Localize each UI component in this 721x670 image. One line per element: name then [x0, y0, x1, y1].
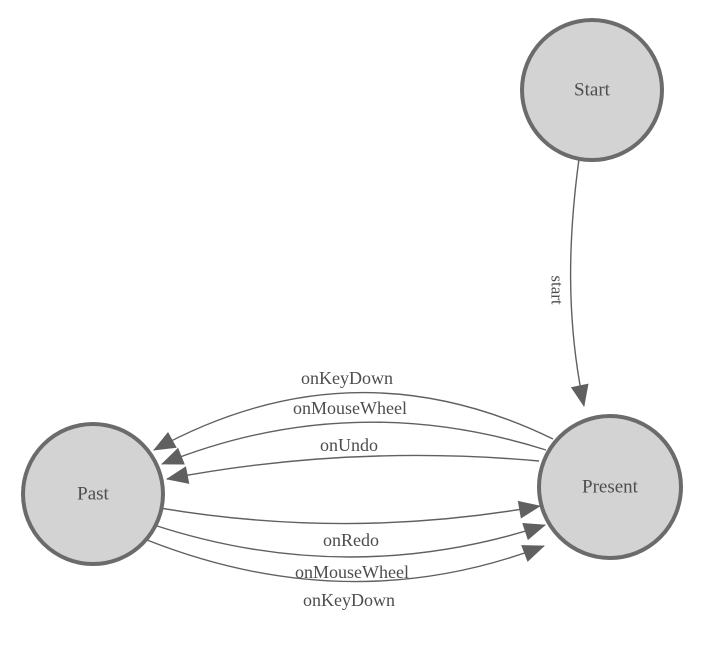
edge-label-onUndo: onUndo: [320, 435, 378, 455]
edge-past-to-present-onRedo: [159, 500, 541, 525]
state-circle-present: [537, 414, 683, 560]
state-circle-start: [520, 18, 664, 162]
state-label-start: Start: [574, 80, 611, 101]
edge-past-to-present-onMouseWheel: [153, 522, 546, 558]
edge-past-to-present-onKeyDown: [146, 539, 545, 583]
state-node-past: Past: [21, 422, 165, 566]
edge-label-start: start: [548, 275, 567, 305]
edge-label-onKeyDown: onKeyDown: [301, 368, 393, 388]
edges-layer: start onKeyDown onMouseWheel onUndo onRedo on…: [146, 158, 589, 610]
edge-label-onRedo: onRedo: [323, 530, 379, 550]
edge-present-to-past-onMouseWheel: [161, 421, 547, 465]
state-label-present: Present: [582, 477, 639, 498]
edge-label-onKeyDown: onKeyDown: [303, 590, 395, 610]
edge-label-onMouseWheel: onMouseWheel: [295, 562, 409, 582]
state-label-past: Past: [77, 484, 109, 505]
state-node-start: Start: [520, 18, 664, 162]
state-circle-past: [21, 422, 165, 566]
edge-label-onMouseWheel: onMouseWheel: [293, 398, 407, 418]
edge-present-to-past-onKeyDown: [153, 391, 554, 451]
edge-start-to-present-start: [569, 158, 589, 407]
state-node-present: Present: [537, 414, 683, 560]
edge-present-to-past-onUndo: [166, 454, 540, 484]
